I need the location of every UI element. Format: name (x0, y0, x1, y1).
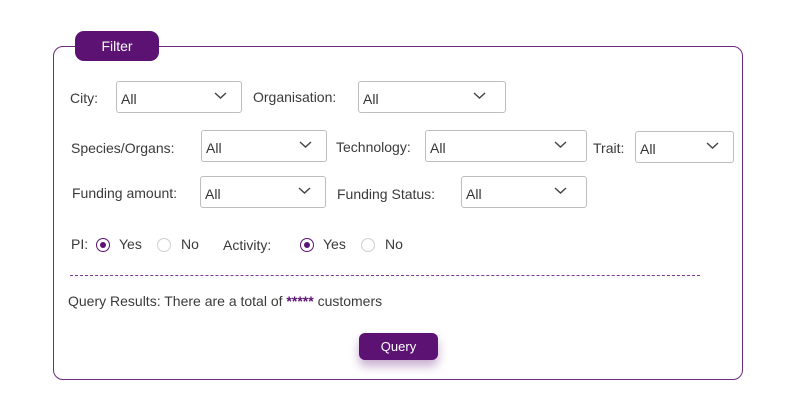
technology-select[interactable]: All (425, 130, 587, 162)
pi-yes-radio[interactable] (96, 238, 110, 252)
species-label: Species/Organs: (71, 140, 175, 156)
trait-label: Trait: (593, 140, 625, 156)
organisation-value: All (363, 91, 379, 107)
filter-title: Filter (75, 31, 159, 61)
pi-label: PI: (71, 236, 89, 252)
species-value: All (206, 140, 222, 156)
technology-label: Technology: (336, 139, 411, 155)
results-text: There are a total of (164, 293, 283, 309)
chevron-down-icon (299, 141, 312, 148)
results-count: ***** (286, 293, 314, 309)
funding-status-value: All (466, 186, 482, 202)
results-prefix: Query Results: (68, 293, 161, 309)
funding-amount-value: All (205, 186, 221, 202)
organisation-label: Organisation: (253, 89, 337, 105)
funding-amount-select[interactable]: All (200, 176, 326, 208)
city-select[interactable]: All (116, 81, 242, 113)
activity-no-label: No (385, 236, 403, 252)
pi-no-label: No (181, 236, 199, 252)
pi-yes-label: Yes (119, 236, 142, 252)
chevron-down-icon (706, 142, 719, 149)
funding-status-select[interactable]: All (461, 176, 587, 208)
activity-label: Activity: (223, 237, 272, 253)
chevron-down-icon (473, 92, 486, 99)
chevron-down-icon (554, 141, 567, 148)
funding-amount-label: Funding amount: (72, 185, 178, 201)
chevron-down-icon (554, 187, 567, 194)
activity-yes-radio[interactable] (300, 238, 314, 252)
chevron-down-icon (214, 92, 227, 99)
trait-select[interactable]: All (635, 131, 734, 163)
results-suffix: customers (317, 293, 383, 309)
filter-panel (53, 46, 743, 380)
city-value: All (121, 91, 137, 107)
divider (70, 275, 700, 276)
chevron-down-icon (298, 187, 311, 194)
species-select[interactable]: All (201, 130, 327, 162)
city-label: City: (70, 90, 98, 106)
activity-yes-label: Yes (323, 236, 346, 252)
activity-no-radio[interactable] (361, 238, 375, 252)
query-button[interactable]: Query (359, 333, 438, 360)
organisation-select[interactable]: All (358, 81, 506, 113)
pi-no-radio[interactable] (157, 238, 171, 252)
technology-value: All (430, 140, 446, 156)
query-results: Query Results: There are a total of ****… (68, 293, 382, 309)
trait-value: All (640, 141, 656, 157)
funding-status-label: Funding Status: (337, 186, 436, 202)
